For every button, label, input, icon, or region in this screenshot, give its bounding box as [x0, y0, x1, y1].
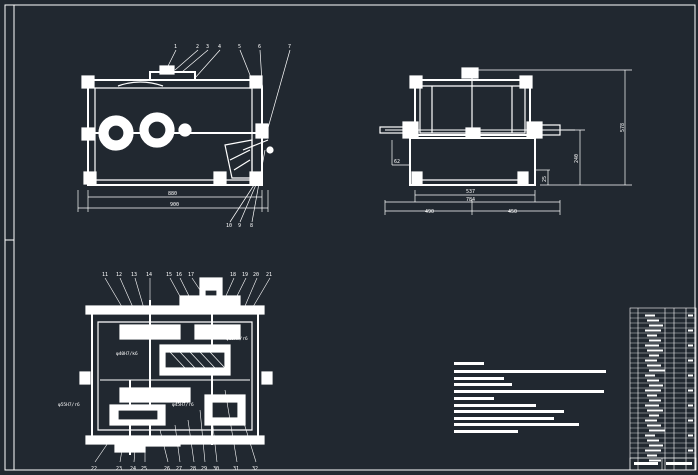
- dim-side-right: 450: [508, 209, 517, 215]
- bom-cell-mark: [649, 459, 661, 462]
- callout-26: 26: [164, 466, 170, 472]
- bom-cell-mark: [647, 379, 659, 382]
- title-block: [629, 457, 697, 471]
- bom-cell-mark: [645, 434, 655, 437]
- drawing-frame: [4, 4, 696, 471]
- dim-side-height: 578: [620, 123, 626, 132]
- callout-27: 27: [176, 466, 182, 472]
- title-block-marks: [634, 462, 692, 465]
- callout-2: 2: [196, 44, 199, 50]
- bom-cell-mark: [649, 429, 665, 432]
- dim-side-total: 784: [466, 197, 475, 203]
- bom-cell-mark: [645, 359, 657, 362]
- bom-cell-mark: [649, 354, 659, 357]
- bom-cell-mark: [688, 329, 693, 332]
- dim-front-inner: 880: [168, 191, 177, 197]
- dim-side-mid: 240: [574, 154, 580, 163]
- technical-notes: [454, 362, 606, 433]
- front-view: [77, 49, 291, 223]
- dim-side-shaft: 62: [394, 159, 400, 165]
- dim-side-small: 25: [542, 176, 548, 182]
- bom-cell-mark: [649, 414, 659, 417]
- bom-cell-mark: [647, 424, 661, 427]
- callout-32: 32: [252, 466, 258, 472]
- dim-front-total: 900: [170, 202, 179, 208]
- bom-cell-mark: [688, 449, 693, 452]
- bom-cell-mark: [647, 349, 663, 352]
- callout-11: 11: [102, 272, 108, 278]
- bom-cell-mark: [645, 329, 661, 332]
- bom-cell-mark: [645, 374, 655, 377]
- bom-rows: [630, 312, 696, 459]
- bom-cell-mark: [688, 344, 693, 347]
- callout-4: 4: [218, 44, 221, 50]
- plan-view: [79, 277, 273, 463]
- callout-14: 14: [146, 272, 152, 278]
- bom-cell-mark: [645, 419, 657, 422]
- callout-10: 10: [226, 223, 232, 229]
- bom-cell-mark: [688, 314, 693, 317]
- callout-29: 29: [201, 466, 207, 472]
- fit-label-2: φ65H7/r6: [226, 336, 248, 342]
- callout-21: 21: [266, 272, 272, 278]
- callout-5: 5: [238, 44, 241, 50]
- bom-cell-mark: [647, 319, 659, 322]
- bom-cell-mark: [688, 374, 693, 377]
- bom-cell-mark: [649, 399, 661, 402]
- callout-17: 17: [188, 272, 194, 278]
- callout-19: 19: [242, 272, 248, 278]
- fit-label-1: φ40H7/k6: [116, 351, 138, 357]
- side-view-labels: 578 240 25 62 537 784 490 450: [394, 123, 626, 215]
- bom-cell-mark: [649, 384, 663, 387]
- bom-cell-mark: [688, 434, 693, 437]
- callout-30: 30: [213, 466, 219, 472]
- bom-cell-mark: [688, 359, 693, 362]
- callout-24: 24: [130, 466, 136, 472]
- bom-cell-mark: [688, 389, 693, 392]
- bom-cell-mark: [647, 439, 659, 442]
- bom-cell-mark: [649, 339, 661, 342]
- callout-20: 20: [253, 272, 259, 278]
- callout-16: 16: [176, 272, 182, 278]
- callout-31: 31: [233, 466, 239, 472]
- plan-view-labels: 11 12 13 14 15 16 17 18 19 20 21 22 23 2…: [58, 272, 272, 472]
- bom-cell-mark: [649, 369, 665, 372]
- bom-cell-mark: [645, 449, 661, 452]
- bom-cell-mark: [645, 314, 655, 317]
- dim-side-inner: 537: [466, 189, 475, 195]
- bom-cell-mark: [649, 324, 663, 327]
- bom-cell-mark: [647, 409, 663, 412]
- fit-label-4: φ45H7/r6: [172, 402, 194, 408]
- dim-side-left: 490: [425, 209, 434, 215]
- bom-cell-mark: [649, 444, 663, 447]
- callout-12: 12: [116, 272, 122, 278]
- callout-22: 22: [91, 466, 97, 472]
- callout-28: 28: [190, 466, 196, 472]
- bom-cell-mark: [688, 419, 693, 422]
- bom-cell-mark: [647, 334, 657, 337]
- bom-cell-mark: [645, 389, 661, 392]
- side-view: [379, 67, 632, 215]
- bom-cell-mark: [647, 454, 657, 457]
- callout-13: 13: [131, 272, 137, 278]
- callout-1: 1: [174, 44, 177, 50]
- callout-9: 9: [238, 223, 241, 229]
- fit-label-3: φ55H7/r6: [58, 402, 80, 408]
- callout-7: 7: [288, 44, 291, 50]
- callout-15: 15: [166, 272, 172, 278]
- bom-cell-mark: [645, 404, 659, 407]
- callout-8: 8: [250, 223, 253, 229]
- bom-cell-mark: [647, 364, 661, 367]
- bom-cell-marks: [645, 314, 693, 462]
- callout-18: 18: [230, 272, 236, 278]
- bom-cell-mark: [645, 344, 659, 347]
- callout-25: 25: [141, 466, 147, 472]
- bom-cell-mark: [647, 394, 657, 397]
- callout-6: 6: [258, 44, 261, 50]
- bom-cell-mark: [688, 404, 693, 407]
- front-view-labels: 1 2 3 4 5 6 7 10 9 8 880 900: [168, 44, 291, 229]
- callout-3: 3: [206, 44, 209, 50]
- callout-23: 23: [116, 466, 122, 472]
